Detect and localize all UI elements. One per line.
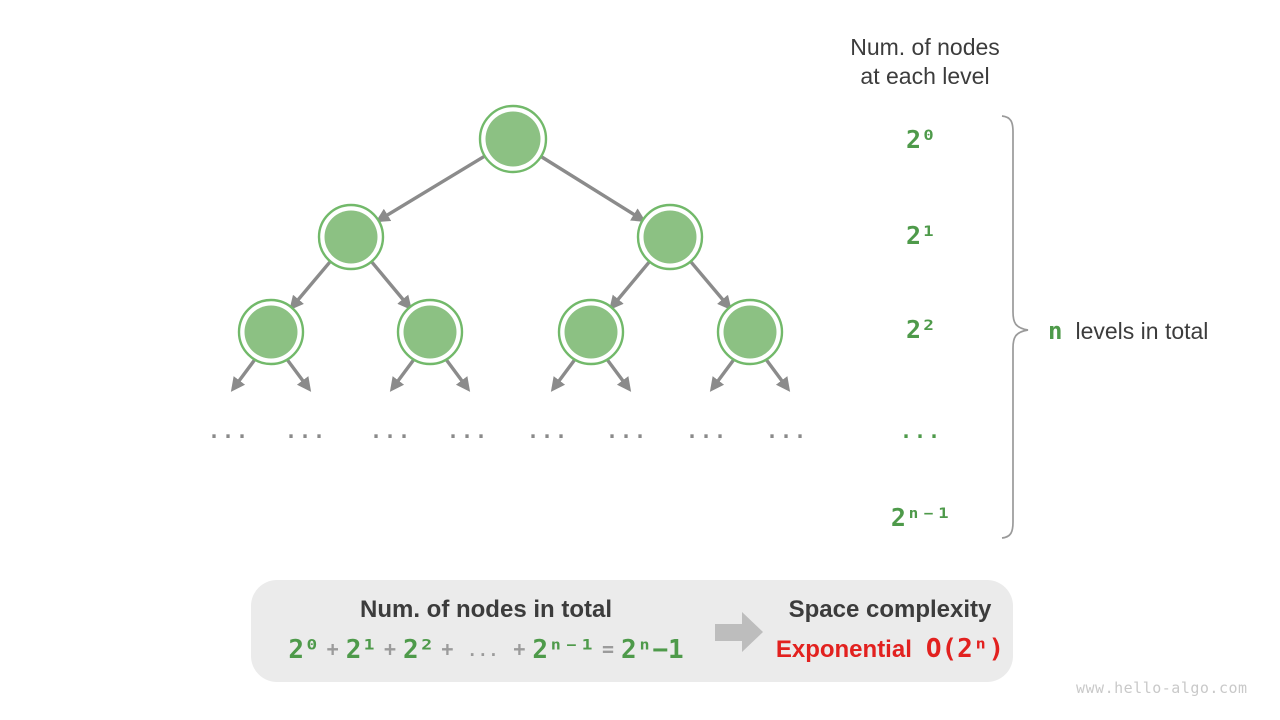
complexity-big-o: O(2ⁿ) bbox=[925, 634, 1005, 664]
column-header-line1: Num. of nodes bbox=[850, 34, 1000, 60]
watermark: www.hello-algo.com bbox=[1076, 679, 1248, 697]
column-header: Num. of nodes at each level bbox=[790, 33, 1060, 91]
total-nodes-formula: 2⁰+2¹+2²+...+2ⁿ⁻¹=2ⁿ−1 bbox=[288, 634, 683, 666]
level-count-ellipsis: ... bbox=[899, 419, 943, 443]
tree-node bbox=[636, 203, 704, 271]
ellipsis: ... bbox=[446, 419, 490, 443]
ellipsis: ... bbox=[685, 419, 729, 443]
tree-node bbox=[716, 298, 784, 366]
right-arrow-icon bbox=[715, 612, 763, 652]
complexity-result: Exponential O(2ⁿ) bbox=[776, 634, 1004, 668]
formula-term: 2⁰ bbox=[288, 635, 320, 665]
ellipsis: ... bbox=[605, 419, 649, 443]
ellipsis: ... bbox=[284, 419, 328, 443]
formula-result: 2ⁿ−1 bbox=[621, 635, 684, 665]
total-nodes-title: Num. of nodes in total bbox=[360, 596, 612, 623]
curly-brace bbox=[1001, 115, 1029, 539]
complexity-word: Exponential bbox=[775, 636, 912, 663]
column-header-line2: at each level bbox=[860, 63, 990, 89]
tree-node bbox=[396, 298, 464, 366]
formula-term: 2² bbox=[403, 635, 435, 665]
tree-node bbox=[237, 298, 305, 366]
level-count-label: 2² bbox=[905, 315, 937, 344]
formula-plus: + bbox=[513, 637, 526, 661]
formula-plus: + bbox=[441, 637, 454, 661]
levels-total-label: n levels in total bbox=[1048, 317, 1208, 345]
ellipsis: ... bbox=[526, 419, 570, 443]
formula-plus: + bbox=[326, 637, 339, 661]
summary-box: Num. of nodes in total 2⁰+2¹+2²+...+2ⁿ⁻¹… bbox=[251, 580, 1013, 682]
tree-edges bbox=[230, 154, 791, 392]
tree-node bbox=[317, 203, 385, 271]
formula-term: 2ⁿ⁻¹ bbox=[532, 635, 595, 665]
formula-term: 2¹ bbox=[345, 635, 378, 665]
n-symbol: n bbox=[1048, 317, 1063, 345]
ellipsis: ... bbox=[765, 419, 809, 443]
space-complexity-title: Space complexity bbox=[788, 596, 992, 623]
formula-plus: + bbox=[384, 637, 397, 661]
formula-equals: = bbox=[601, 637, 615, 661]
ellipsis: ... bbox=[207, 419, 251, 443]
formula-ellipsis: ... bbox=[467, 641, 500, 660]
levels-total-text: levels in total bbox=[1075, 318, 1209, 344]
tree-graphic bbox=[230, 104, 1029, 539]
tree-node-root bbox=[478, 104, 548, 174]
tree-node bbox=[557, 298, 625, 366]
level-count-label: 2ⁿ⁻¹ bbox=[890, 503, 952, 532]
ellipsis: ... bbox=[369, 419, 413, 443]
level-count-label: 2⁰ bbox=[905, 125, 937, 154]
level-count-label: 2¹ bbox=[905, 221, 937, 250]
